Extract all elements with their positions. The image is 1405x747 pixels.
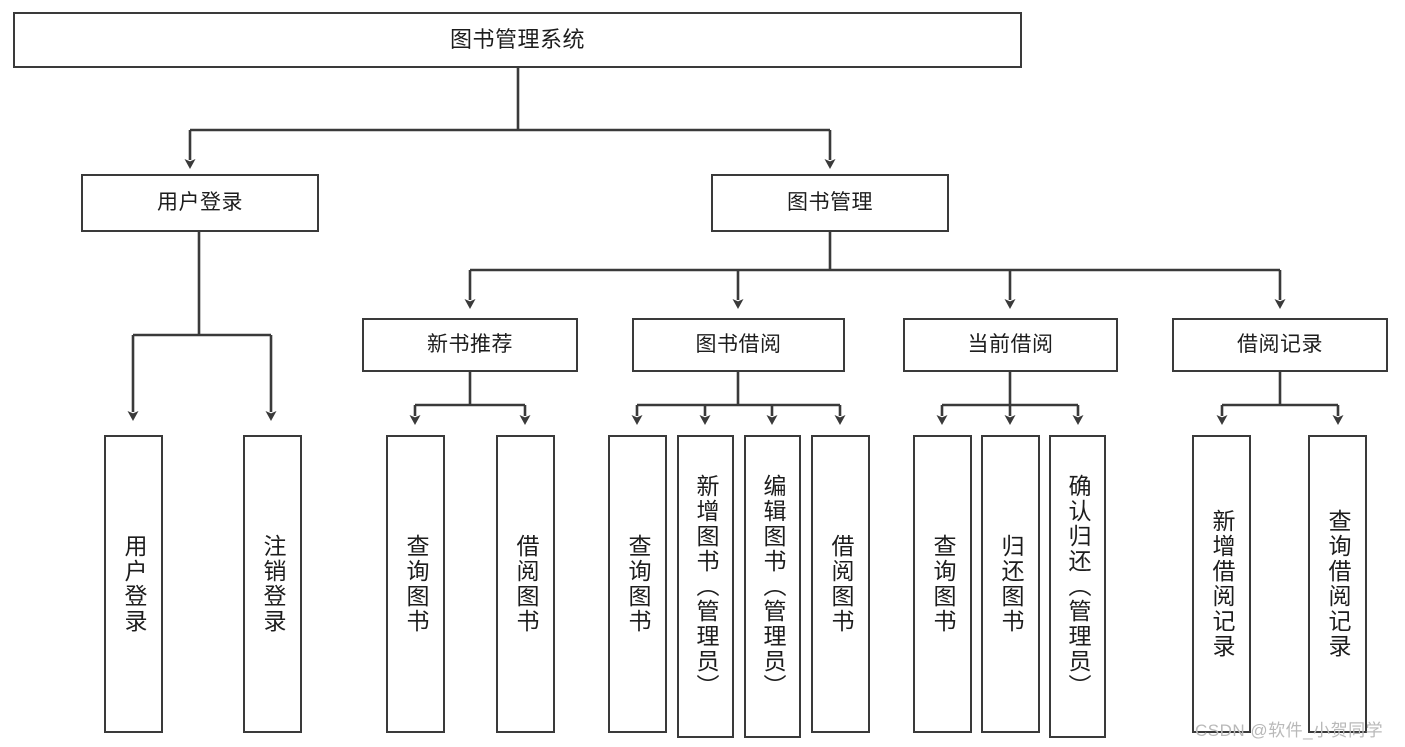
node-user-login[interactable]: 用户登录 [81,174,319,232]
csdn-watermark: CSDN @软件_小贺同学 [1195,721,1384,740]
leaf-query-book-current[interactable]: 查询图书 [913,435,972,733]
leaf-logout[interactable]: 注销登录 [243,435,302,733]
node-label: 确认归还（管理员） [1065,474,1091,699]
node-current-borrow[interactable]: 当前借阅 [903,318,1118,372]
node-label: 当前借阅 [967,332,1054,356]
leaf-add-borrow-record[interactable]: 新增借阅记录 [1192,435,1251,733]
node-label: 图书借阅 [695,332,782,356]
node-label: 归还图书 [998,534,1024,634]
node-label: 新书推荐 [427,332,513,356]
node-borrow-record[interactable]: 借阅记录 [1172,318,1388,372]
node-label: 查询图书 [625,534,651,634]
node-label: 查询借阅记录 [1325,509,1351,659]
node-label: 新增图书（管理员） [693,474,719,699]
leaf-edit-book-admin[interactable]: 编辑图书（管理员） [744,435,801,738]
leaf-query-borrow-record[interactable]: 查询借阅记录 [1308,435,1367,733]
node-label: 用户登录 [157,190,243,214]
node-book-management[interactable]: 图书管理 [711,174,949,232]
leaf-user-login[interactable]: 用户登录 [104,435,163,733]
node-label: 用户登录 [121,534,147,634]
leaf-return-book[interactable]: 归还图书 [981,435,1040,733]
node-label: 新增借阅记录 [1209,509,1235,659]
node-label: 借阅图书 [513,534,539,634]
node-label: 注销登录 [260,534,286,634]
node-book-borrow[interactable]: 图书借阅 [632,318,845,372]
node-label: 查询图书 [930,534,956,634]
node-label: 编辑图书（管理员） [760,474,786,699]
leaf-confirm-return-admin[interactable]: 确认归还（管理员） [1049,435,1106,738]
leaf-add-book-admin[interactable]: 新增图书（管理员） [677,435,734,738]
node-label: 图书管理系统 [449,27,585,53]
node-new-book-recommendation[interactable]: 新书推荐 [362,318,578,372]
leaf-borrow-book[interactable]: 借阅图书 [811,435,870,733]
leaf-borrow-book-recommend[interactable]: 借阅图书 [496,435,555,733]
leaf-query-book-recommend[interactable]: 查询图书 [386,435,445,733]
node-label: 图书管理 [787,190,873,214]
leaf-query-book-borrow[interactable]: 查询图书 [608,435,667,733]
node-root-system[interactable]: 图书管理系统 [13,12,1022,68]
node-label: 借阅图书 [828,534,854,634]
node-label: 借阅记录 [1237,332,1323,356]
node-label: 查询图书 [403,534,429,634]
